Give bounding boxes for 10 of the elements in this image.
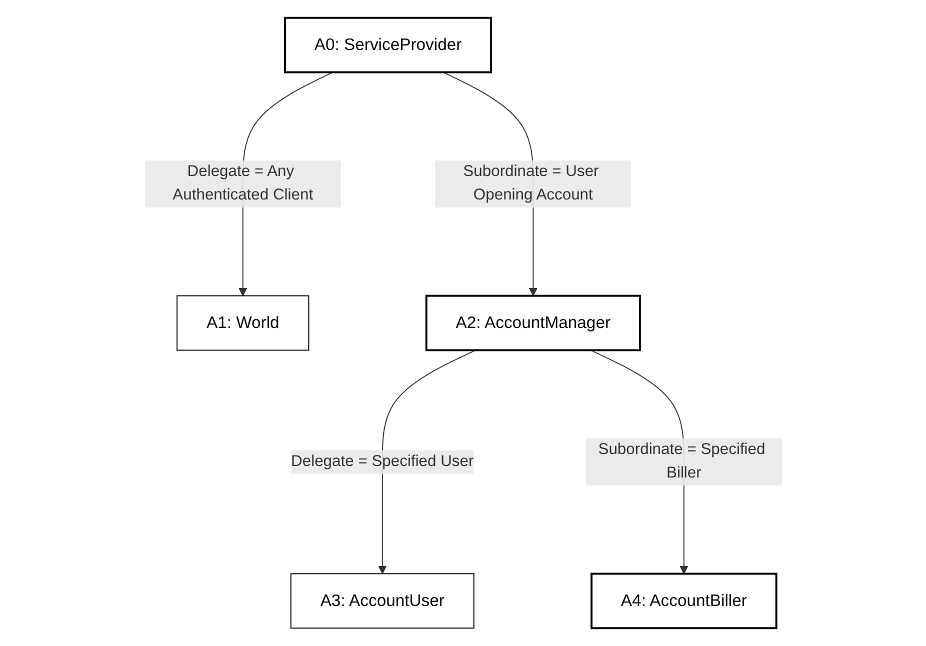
edge-label: Subordinate = User Opening Account	[462, 163, 598, 204]
node-box: A1: World	[176, 295, 309, 351]
edge-label: Subordinate = Specified Biller	[598, 441, 765, 482]
node-box: A3: AccountUser	[290, 573, 474, 629]
node-box: A0: ServiceProvider	[284, 16, 492, 74]
arrow	[378, 350, 476, 574]
node-box: A2: AccountManager	[425, 294, 640, 352]
edge-label: Delegate = Any Authenticated Client	[172, 163, 313, 204]
node-box: A4: AccountBiller	[590, 572, 777, 630]
edge-label: Delegate = Specified User	[290, 453, 474, 470]
